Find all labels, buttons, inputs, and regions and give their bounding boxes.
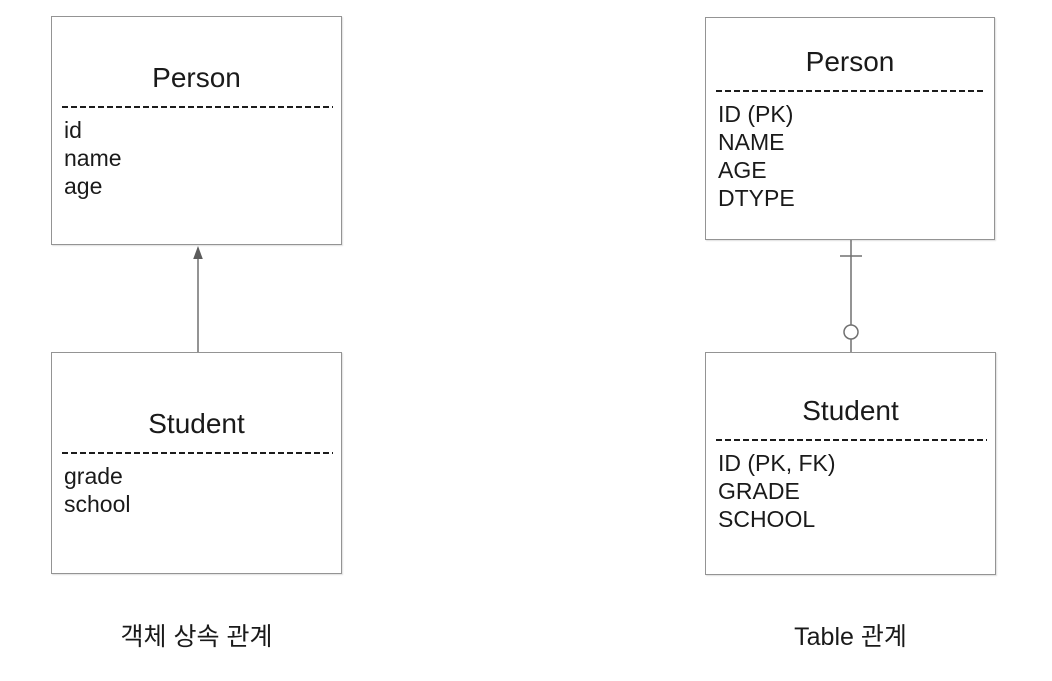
field-item: id [64, 116, 82, 143]
field-list: id name age [52, 116, 341, 200]
field-item: name [64, 144, 122, 171]
field-item: ID (PK) [718, 100, 794, 127]
separator-dashed-line [716, 89, 986, 92]
field-item: age [64, 172, 103, 199]
separator-dashed-line [62, 105, 333, 108]
field-list: grade school [52, 462, 341, 518]
inheritance-arrow [193, 246, 203, 352]
entity-title: Person [805, 45, 895, 77]
entity-box-student-class: Student grade school [51, 352, 342, 574]
field-item: school [64, 491, 131, 517]
entity-title: Student [802, 394, 899, 426]
separator-dashed-line [62, 452, 333, 454]
field-item: grade [64, 463, 123, 489]
field-item: AGE [718, 156, 767, 183]
field-item: NAME [718, 128, 785, 155]
field-item: DTYPE [718, 184, 795, 211]
field-item: GRADE [718, 477, 800, 504]
arrowhead-icon [193, 246, 203, 259]
field-list: ID (PK, FK) GRADE SCHOOL [706, 449, 995, 533]
entity-box-student-table: Student ID (PK, FK) GRADE SCHOOL [705, 352, 996, 575]
optional-circle-icon [843, 324, 859, 340]
field-list: ID (PK) NAME AGE DTYPE [706, 100, 994, 212]
field-item: SCHOOL [718, 505, 816, 532]
one-to-zero-or-one-connector [840, 240, 862, 353]
diagram-caption-right: Table 관계 [794, 623, 907, 651]
diagram-caption-left: 객체 상속 관계 [120, 623, 273, 651]
entity-title: Student [148, 408, 245, 439]
separator-dashed-line [716, 438, 987, 441]
field-item: ID (PK, FK) [718, 449, 836, 476]
entity-box-person-class: Person id name age [51, 16, 342, 245]
entity-title: Person [152, 61, 241, 93]
entity-box-person-table: Person ID (PK) NAME AGE DTYPE [705, 17, 995, 240]
